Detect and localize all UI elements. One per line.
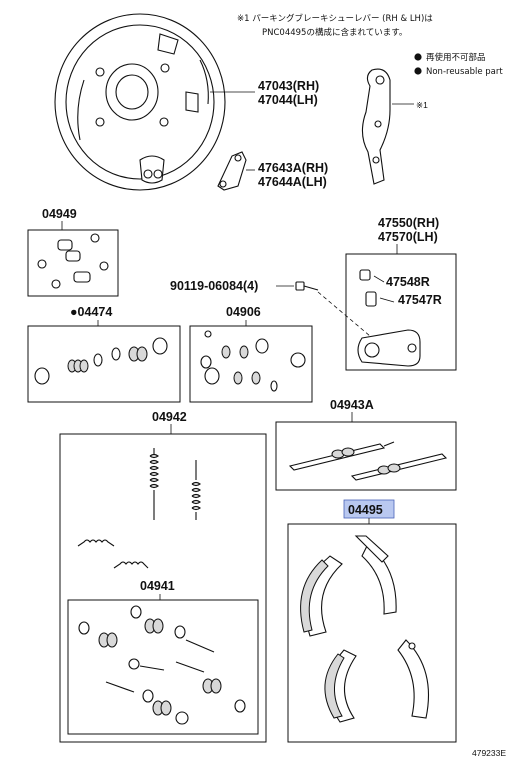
label-47570: 47570(LH): [378, 230, 438, 244]
shoe-set-box: [287, 523, 457, 743]
label-04906: 04906: [226, 305, 261, 319]
kit-04943a-box: [275, 421, 457, 491]
kit-04474-box: [27, 325, 181, 403]
label-04949: 04949: [42, 207, 77, 221]
label-47547r: 47547R: [398, 293, 442, 307]
kit-04906-box: [189, 325, 313, 403]
label-47644a: 47644A(LH): [258, 175, 327, 189]
label-04943a: 04943A: [330, 398, 374, 412]
legend-jp: 再使用不可部品: [426, 52, 486, 63]
non-reusable-dot-icon: [414, 53, 422, 61]
kit-04474-parts: [34, 337, 168, 385]
note-line-1: ※1 パーキングブレーキシューレバー (RH & LH)は: [237, 13, 433, 24]
label-47044: 47044(LH): [258, 93, 318, 107]
label-04474: ●04474: [70, 305, 112, 319]
note-line-2: PNC04495の構成に含まれています。: [262, 27, 407, 38]
callout-mark: ※1: [416, 100, 428, 110]
illustration-id: 479233E: [472, 748, 506, 758]
label-47548r: 47548R: [386, 275, 430, 289]
kit-04949-box: [27, 229, 119, 297]
label-47043: 47043(RH): [258, 79, 319, 93]
kit-04941-box: [67, 599, 259, 735]
label-90119: 90119-06084(4): [170, 279, 258, 293]
label-47643a: 47643A(RH): [258, 161, 328, 175]
adjuster-strut-illustration: [288, 441, 448, 481]
kit-04942-box: [59, 433, 267, 743]
kit-04941-parts: [78, 605, 246, 725]
label-47550: 47550(RH): [378, 216, 439, 230]
wheel-cylinder-illustration: [357, 269, 421, 367]
label-04941: 04941: [140, 579, 175, 593]
label-04495: 04495: [348, 503, 383, 517]
legend-en: Non-reusable part: [426, 67, 503, 77]
bolt-illustration: [295, 281, 319, 291]
backing-plate-illustration: [54, 13, 226, 191]
kit-04949-parts: [37, 233, 109, 289]
adjuster-lever-illustration: [217, 151, 247, 191]
note-block: ※1 パーキングブレーキシューレバー (RH & LH)は PNC04495の構…: [237, 13, 503, 77]
parking-brake-lever-illustration: [361, 68, 391, 185]
springs-illustration: [77, 448, 201, 569]
kit-04906-parts: [200, 330, 306, 392]
cylinder-box: [345, 253, 457, 371]
non-reusable-dot-icon: [414, 67, 422, 75]
brake-shoes-illustration: [300, 535, 429, 723]
label-04942: 04942: [152, 410, 187, 424]
